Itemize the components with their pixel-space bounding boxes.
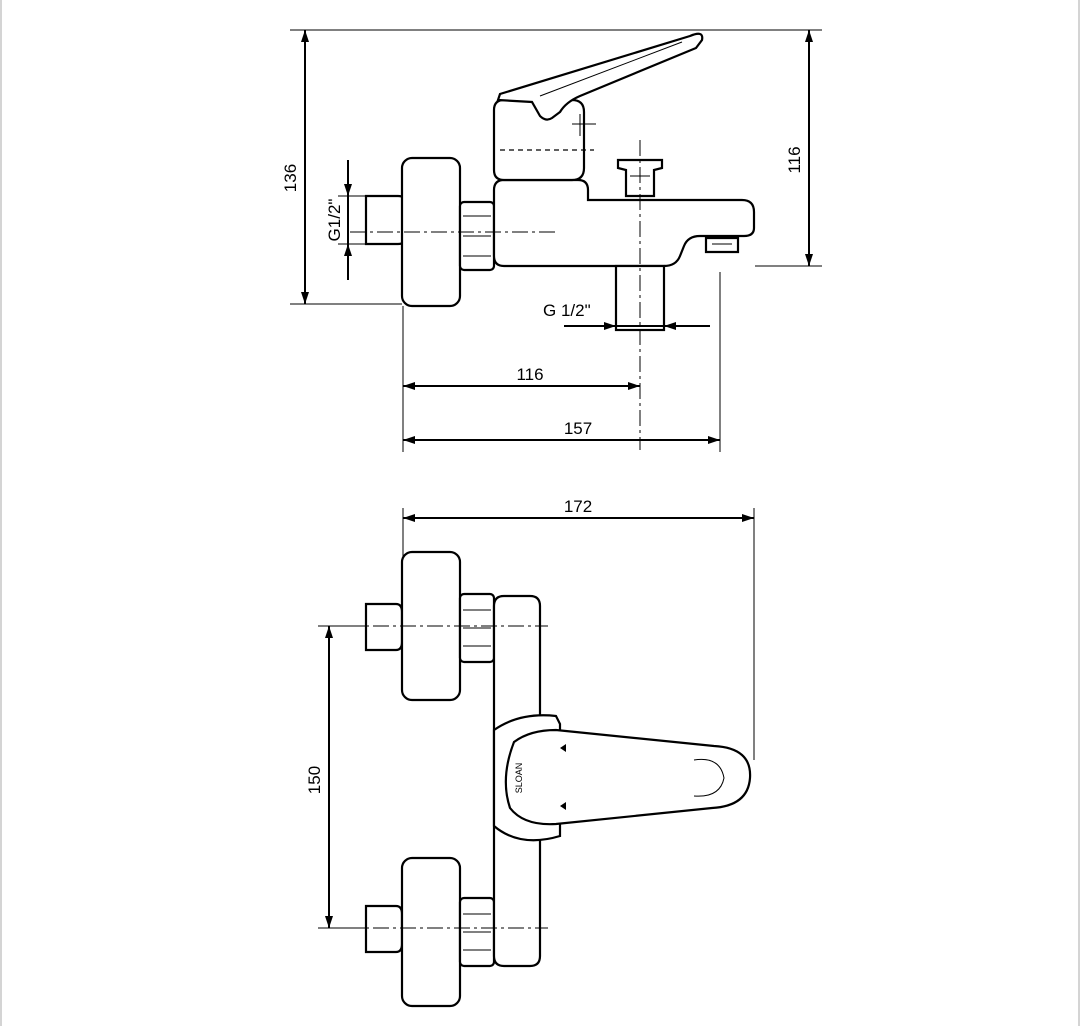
dim-depth-spout: 157: [403, 419, 720, 444]
dim-depth-outlet-axis: 116: [403, 365, 640, 390]
lower-inlet-assembly: [364, 856, 496, 1008]
dim-thread-inlet-label: G1/2": [325, 199, 344, 242]
dim-depth-outlet-axis-label: 116: [516, 365, 543, 384]
dim-thread-outlet-label: G 1/2": [543, 301, 591, 320]
dim-depth-spout-label: 157: [564, 419, 592, 438]
dim-width-label: 172: [564, 497, 592, 516]
dim-width: 172: [403, 497, 754, 522]
dim-height-total-label: 136: [281, 164, 300, 192]
lever-handle: [496, 32, 704, 121]
lever-top-view: [504, 728, 752, 826]
dim-height-outlet-label: 116: [785, 146, 804, 173]
inlet-pipe: [364, 194, 408, 246]
side-view: 136 116 G1/2": [281, 29, 822, 452]
dim-height-outlet: 116: [785, 30, 813, 266]
hex-nut: [458, 200, 496, 272]
dim-inlet-spacing-label: 150: [305, 766, 324, 794]
front-view: 172 150: [305, 497, 755, 1008]
dim-thread-inlet: G1/2": [325, 160, 372, 280]
handle-logo: SLOAN: [514, 763, 524, 794]
dim-thread-outlet: G 1/2": [543, 301, 710, 330]
dim-height-total: 136: [281, 30, 309, 304]
dim-inlet-spacing: 150: [305, 626, 333, 928]
spout-outlet: [704, 236, 740, 254]
